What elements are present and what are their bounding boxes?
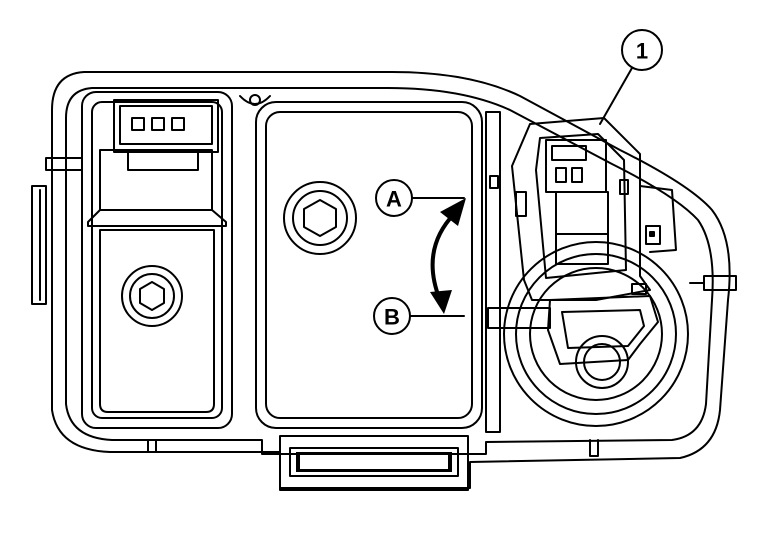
callout-1-leader [599,67,633,125]
callout-b: B [373,297,465,335]
right-clip [703,275,737,291]
sensor-connector-side-terminal [515,191,527,217]
left-connector-housing [113,99,219,153]
housing-rim-detail [239,95,271,105]
center-handle-outer [279,435,469,491]
left-bolt-washer-inner [129,273,175,319]
actuator-arm [547,295,659,365]
center-bolt-washer-inner [292,190,348,246]
right-actuator [485,111,689,433]
rotation-arrow [430,198,466,314]
sensor-connector-plug-face [551,145,587,161]
sensor-connector-small-window [619,179,629,195]
callout-1: 1 [599,29,663,125]
callout-b-label: B [384,305,400,330]
left-connector-pin-2 [151,117,165,131]
right-bracket [639,185,677,253]
left-pocket [99,229,215,413]
motor-housing-outer [503,241,689,427]
sensor-connector-pin-2 [571,167,583,183]
center-bolt-head [303,199,337,237]
left-bolt-head [139,281,165,311]
bottom-pin-left [147,439,157,453]
left-connector-pin-1 [131,117,145,131]
bottom-pin-right [589,439,599,457]
left-bolt-washer-outer [121,265,183,327]
sensor-connector [511,117,651,301]
right-side-rail-notch [489,175,499,189]
left-compartment [81,91,233,429]
callout-1-label: 1 [636,39,648,64]
center-compartment [255,101,483,491]
right-side-rail [485,111,501,433]
right-bracket-terminal-pin [649,231,655,237]
housing-inner-edge [65,87,714,455]
actuator-pivot-outer [575,335,629,389]
actuator-arm-inner [561,309,645,349]
right-bracket-terminal [645,225,661,245]
rotation-arrow-head-top [440,198,466,226]
sensor-connector-pin-1 [555,167,567,183]
housing-rim-hole [249,94,261,106]
callout-1-circle [621,29,663,71]
left-connector-pin-3 [171,117,185,131]
actuator-pivot-inner [583,343,621,381]
center-handle-inner [289,447,459,477]
center-compartment-inner-frame [265,111,473,419]
sensor-connector-plug [545,139,607,193]
housing [31,71,737,489]
left-connector-plate [87,149,227,227]
center-bolt-washer-outer [283,181,357,255]
rotation-arrow-arc [430,212,456,302]
sensor-connector-inner [535,133,627,279]
callout-a-label: A [386,187,402,212]
motor-housing-inner [529,267,663,401]
left-compartment-frame [81,91,233,429]
sensor-connector-body [511,117,651,301]
callout-a: A [375,179,465,217]
sensor-connector-foot [631,283,647,295]
left-connector-body [119,105,213,145]
motor-housing-mid [515,253,677,415]
left-mount-tab [31,185,47,305]
housing-outer-edge [51,71,731,489]
center-compartment-frame [255,101,483,429]
motor-link-bar [487,307,551,329]
center-handle-slot-inset [300,455,448,469]
rotation-arrow-head-bottom [430,290,452,314]
sensor-connector-latch [555,191,609,265]
left-compartment-inner-frame [91,101,223,419]
